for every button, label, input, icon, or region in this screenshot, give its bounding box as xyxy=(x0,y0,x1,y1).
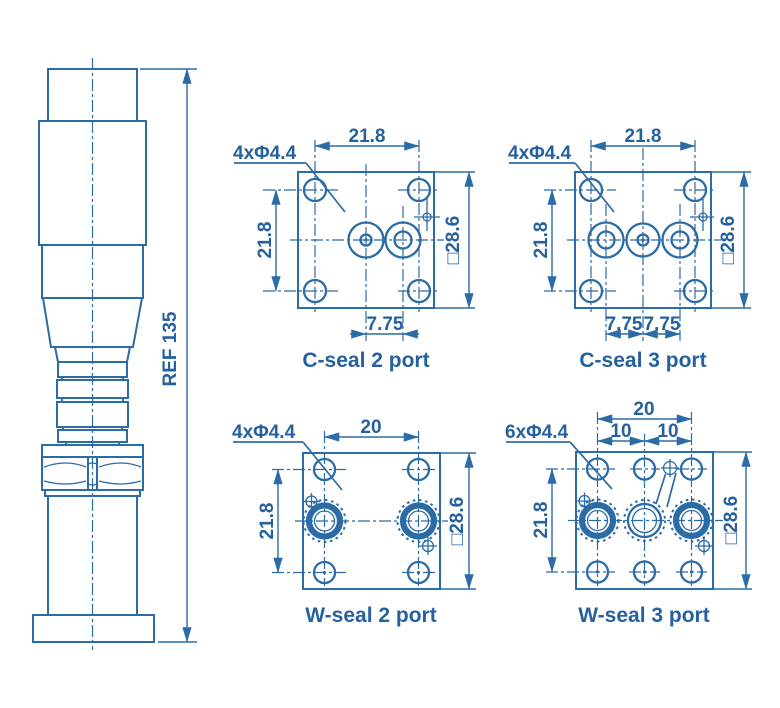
c-seal-2-port-view: 21.8 21.8 7.75 □28.6 4xΦ4.4 C-seal 2 por… xyxy=(233,126,475,372)
c3-vent-hole xyxy=(690,199,714,231)
valve-lower-tube xyxy=(47,495,138,616)
c2-port-left xyxy=(347,221,385,259)
c3-mounting-holes xyxy=(578,177,708,304)
w-seal-3-port-view: 20 10 10 21.8 □28.6 6xΦ4.4 W-seal 3 port xyxy=(505,399,752,627)
w2-ports xyxy=(302,493,441,555)
valve-hex-nut xyxy=(41,444,144,497)
w3-mounting-holes xyxy=(585,457,704,584)
c2-dim-top: 21.8 xyxy=(349,126,386,147)
c2-dim-bottom: 7.75 xyxy=(367,314,404,335)
c3-port-center xyxy=(625,222,661,258)
c2-port-right xyxy=(384,221,422,259)
c3-dim-left: 21.8 xyxy=(531,222,552,259)
w2-callout-label: 4xΦ4.4 xyxy=(232,422,296,443)
c2-dim-left: 21.8 xyxy=(255,222,276,259)
c3-dimensions: 21.8 21.8 7.75 7.75 □28.6 xyxy=(531,126,751,339)
c2-mounting-holes xyxy=(302,177,432,304)
w2-dim-side: □28.6 xyxy=(447,497,468,545)
w2-dimensions: 20 21.8 □28.6 xyxy=(257,417,476,590)
w2-port-left xyxy=(302,493,347,543)
w2-dim-left: 21.8 xyxy=(257,503,278,540)
c3-caption: C-seal 3 port xyxy=(579,349,706,372)
c2-callout-label: 4xΦ4.4 xyxy=(233,143,297,164)
valve-neck-ribs xyxy=(53,346,132,446)
c2-dim-side: □28.6 xyxy=(443,216,464,264)
w3-port-left xyxy=(575,492,620,543)
c3-dim-top: 21.8 xyxy=(625,126,662,147)
valve-side-view xyxy=(32,58,155,650)
c2-ports xyxy=(347,221,422,259)
w3-port-right xyxy=(669,498,714,555)
w3-dim-top-left: 10 xyxy=(610,421,631,442)
w2-mounting-holes xyxy=(312,457,431,585)
w2-port-right xyxy=(396,499,441,555)
w3-caption: W-seal 3 port xyxy=(578,604,709,627)
w3-hole-callout: 6xΦ4.4 xyxy=(505,422,613,490)
c-seal-3-port-view: 21.8 21.8 7.75 7.75 □28.6 4xΦ4.4 C-seal … xyxy=(508,126,751,372)
ref-135-dimension: REF 135 xyxy=(140,68,197,643)
ref-dimension-label: REF 135 xyxy=(160,311,181,386)
w3-dimensions: 20 10 10 21.8 □28.6 xyxy=(531,399,752,590)
valve-taper xyxy=(41,297,144,348)
w2-dim-top: 20 xyxy=(360,417,381,438)
w2-caption: W-seal 2 port xyxy=(305,604,436,627)
valve-base-flange xyxy=(32,614,155,643)
w3-dim-side: □28.6 xyxy=(721,496,742,544)
c2-dimensions: 21.8 21.8 7.75 □28.6 xyxy=(255,126,475,339)
c2-vent-hole xyxy=(414,199,440,231)
c3-port-left xyxy=(587,221,625,259)
c2-centerlines xyxy=(263,140,444,341)
w3-vent-hole-and-slot xyxy=(655,459,679,508)
w3-dim-left: 21.8 xyxy=(531,502,552,539)
c2-caption: C-seal 2 port xyxy=(302,349,429,372)
c3-dim-side: □28.6 xyxy=(718,216,739,264)
w3-centerlines xyxy=(546,412,723,586)
c3-callout-label: 4xΦ4.4 xyxy=(508,143,572,164)
c3-ports xyxy=(587,221,699,259)
w3-ports xyxy=(575,459,714,555)
w3-port-center xyxy=(623,499,666,542)
c3-port-right xyxy=(661,221,699,259)
w3-callout-label: 6xΦ4.4 xyxy=(505,422,569,443)
c3-dim-bottom-left: 7.75 xyxy=(606,314,643,335)
w2-hole-callout: 4xΦ4.4 xyxy=(232,422,343,491)
w-seal-2-port-view: 20 21.8 □28.6 4xΦ4.4 W-seal 2 port xyxy=(232,417,476,627)
c3-centerlines xyxy=(544,140,721,341)
c2-hole-callout: 4xΦ4.4 xyxy=(233,143,346,213)
w3-dim-top-right: 10 xyxy=(657,421,678,442)
c3-dim-bottom-right: 7.75 xyxy=(644,314,681,335)
c3-hole-callout: 4xΦ4.4 xyxy=(508,143,615,213)
w3-dim-top: 20 xyxy=(633,399,654,420)
